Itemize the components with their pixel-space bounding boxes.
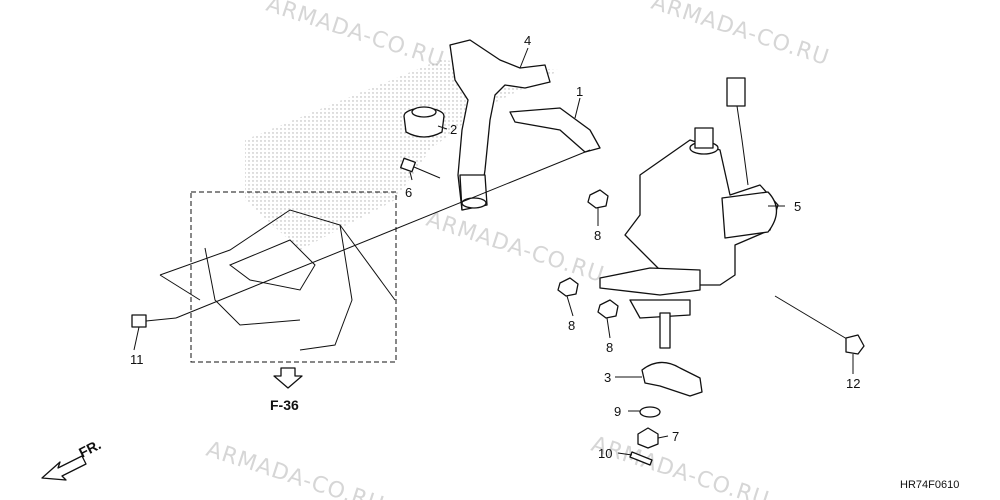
watermark-text: ARMADA-CO.RU (203, 437, 387, 500)
eps-unit (599, 77, 779, 349)
reference-arrow (273, 367, 303, 389)
front-arrow-icon (41, 455, 87, 481)
callout-8: 8 (568, 318, 575, 333)
cotter-pin (629, 451, 653, 466)
callout-8: 8 (606, 340, 613, 355)
bushing (403, 106, 445, 138)
leader-line (175, 149, 591, 319)
frame-shading (245, 60, 560, 250)
pitman-arm (641, 361, 703, 397)
callout-6: 6 (405, 185, 412, 200)
callout-5: 5 (794, 199, 801, 214)
steering-column (449, 39, 551, 211)
callout-2: 2 (450, 122, 457, 137)
diagram-code: HR74F0610 (900, 479, 959, 491)
watermark-text: ARMADA-CO.RU (648, 0, 832, 71)
watermark-text: ARMADA-CO.RU (263, 0, 447, 73)
frame-bracket (159, 209, 396, 351)
callout-7: 7 (672, 429, 679, 444)
callout-8: 8 (594, 228, 601, 243)
callout-1: 1 (576, 84, 583, 99)
bolt-12 (774, 295, 865, 355)
bolt-6 (400, 157, 441, 179)
washer (639, 406, 661, 418)
reference-box (190, 191, 397, 363)
callout-9: 9 (614, 404, 621, 419)
callout-10: 10 (598, 446, 612, 461)
callout-3: 3 (604, 370, 611, 385)
callout-11: 11 (130, 352, 144, 367)
leader-lines (133, 47, 854, 456)
watermark-text: ARMADA-CO.RU (423, 207, 607, 288)
nut-8b (557, 277, 579, 297)
bolt-11 (131, 314, 177, 328)
column-bracket (509, 107, 601, 153)
watermark-text: ARMADA-CO.RU (588, 432, 772, 500)
reference-label: F-36 (270, 397, 299, 413)
callout-12: 12 (846, 376, 860, 391)
callout-4: 4 (524, 33, 531, 48)
nut-8c (597, 299, 619, 319)
callouts: 4 1 2 6 5 8 8 8 11 12 3 9 7 10 (130, 33, 860, 461)
castle-nut (637, 427, 659, 449)
nut-8a (587, 189, 609, 209)
